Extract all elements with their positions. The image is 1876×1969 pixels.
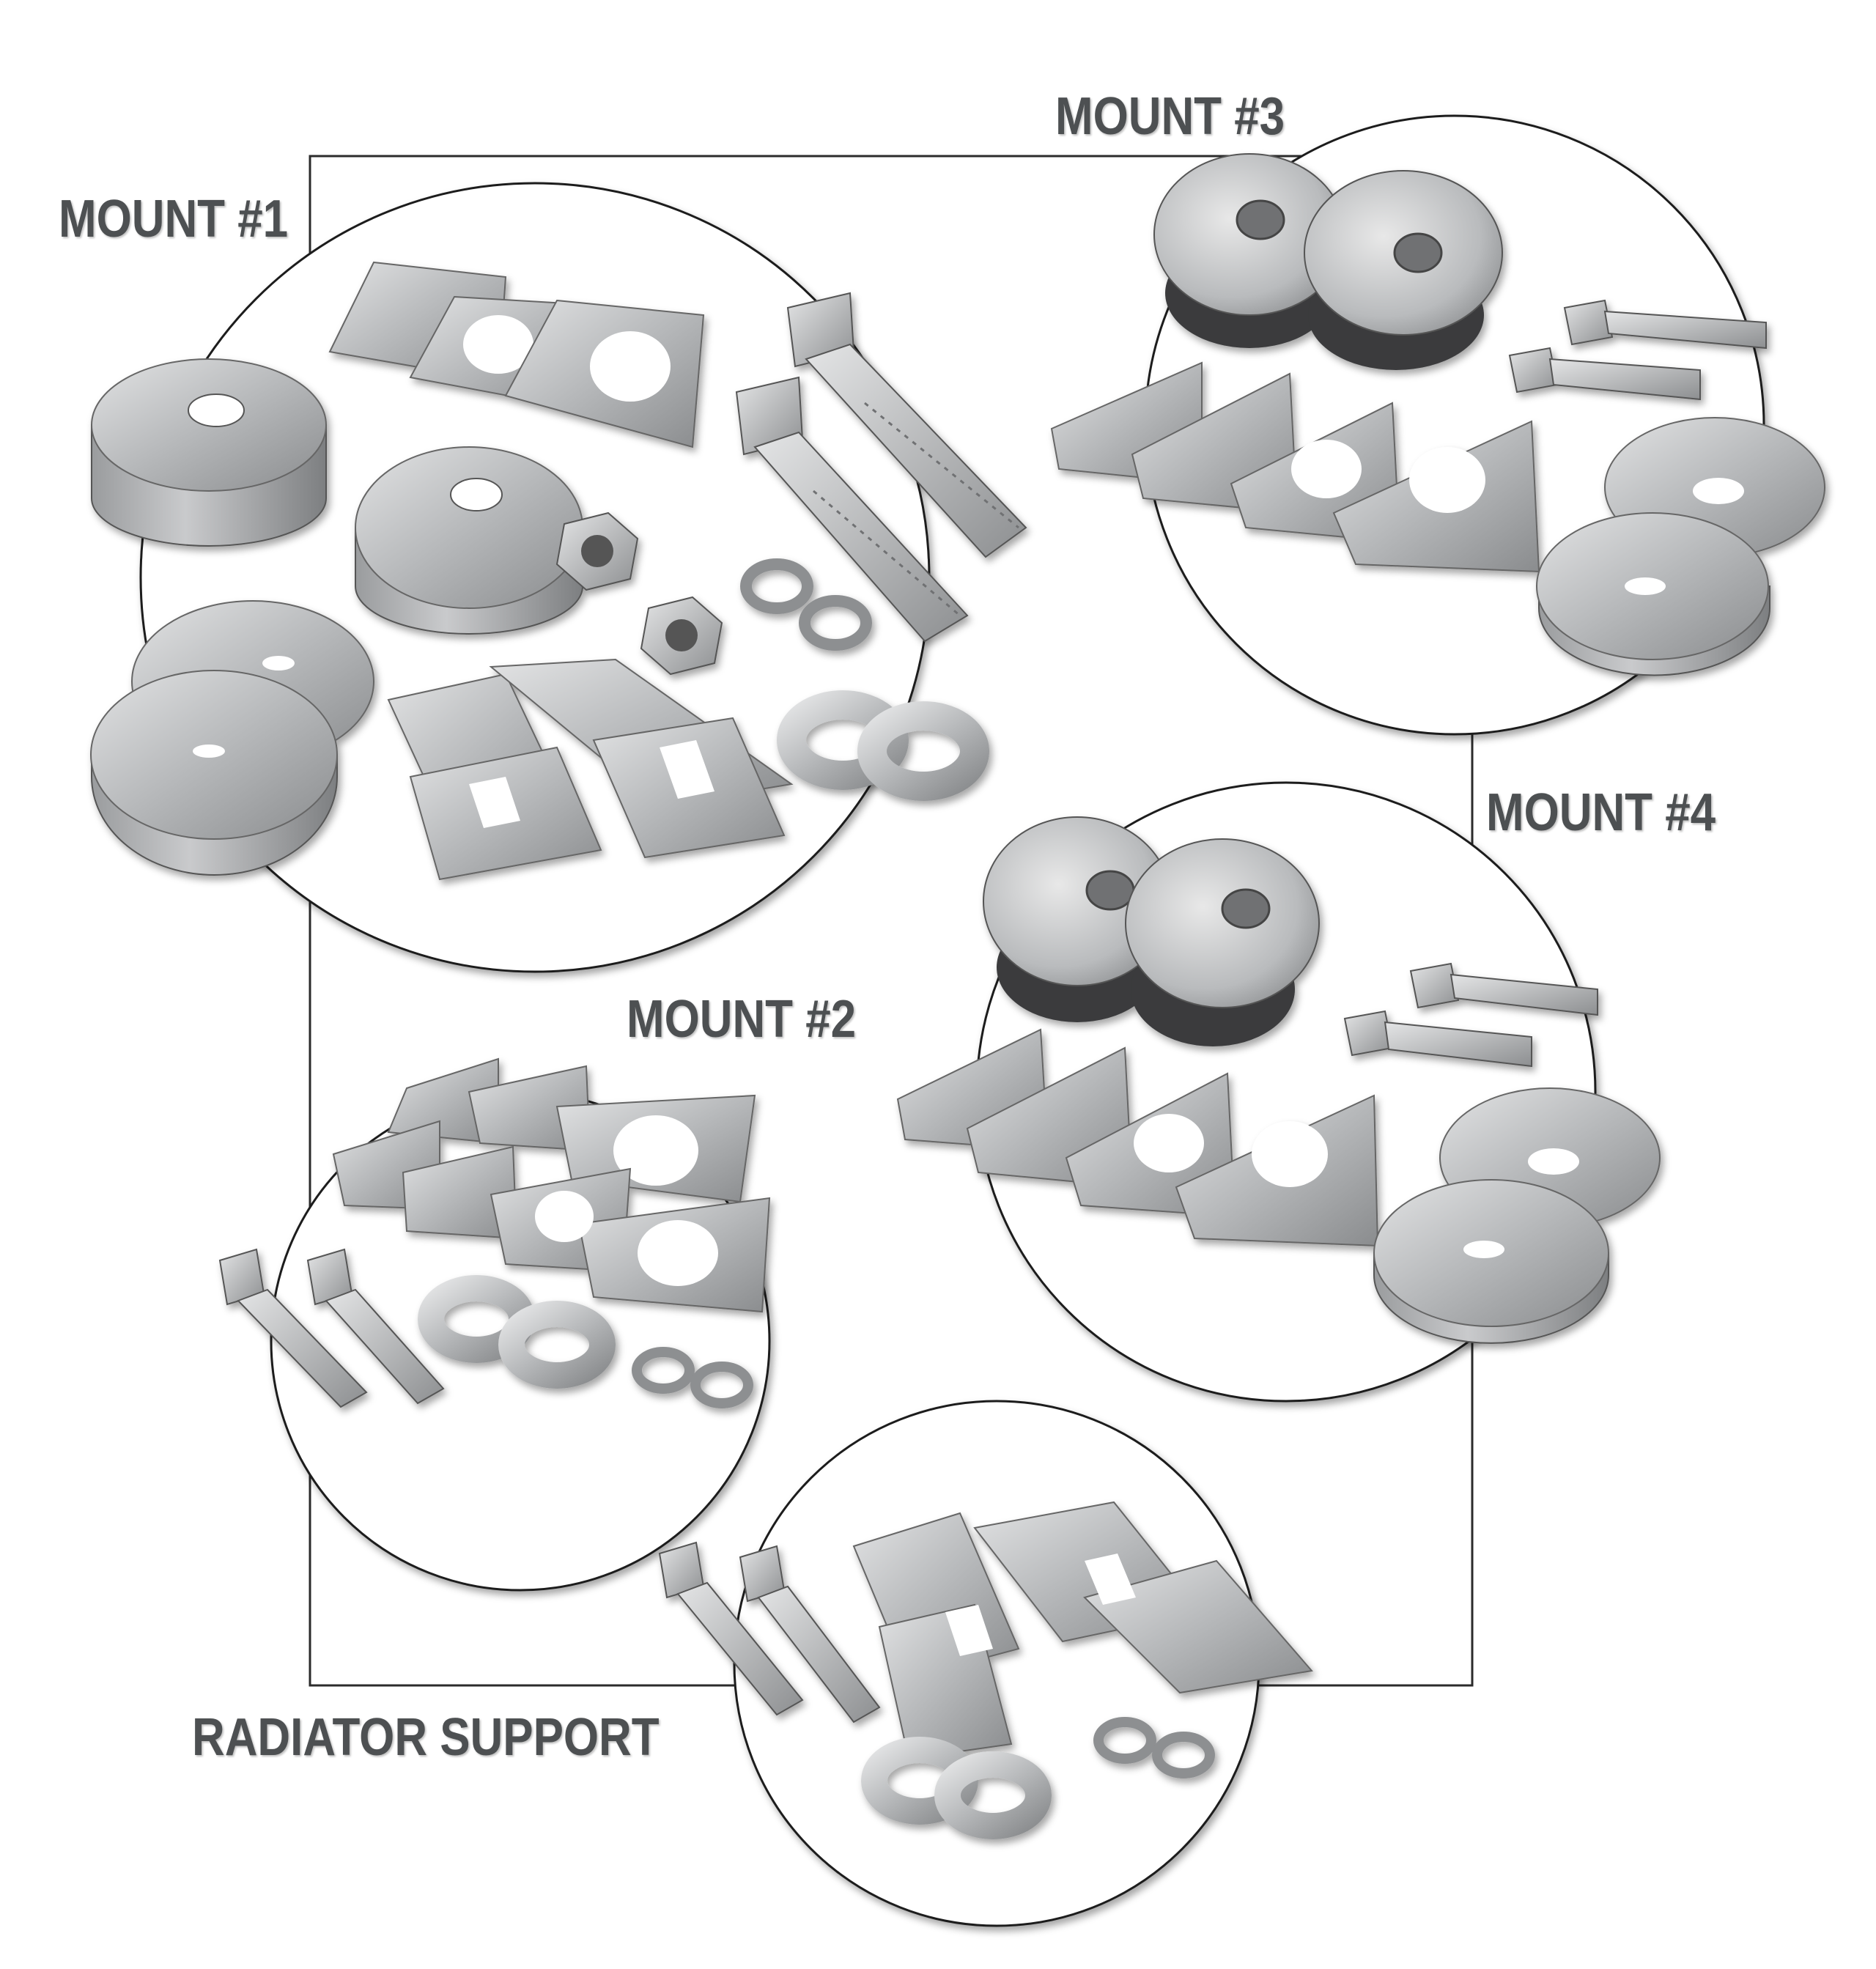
mount2-parts	[218, 1057, 771, 1408]
mount1-label: MOUNT #1	[59, 190, 289, 248]
lock-washer	[632, 1347, 695, 1394]
square-shim	[328, 261, 705, 448]
mount3-parts	[1050, 153, 1825, 676]
hex-bolt	[658, 1541, 804, 1716]
hex-bolt	[739, 1545, 881, 1724]
hex-bolt	[786, 292, 1027, 558]
hex-bolt	[218, 1248, 368, 1408]
mount2-label: MOUNT #2	[627, 990, 857, 1049]
flat-washer	[498, 1301, 616, 1389]
hex-bolt	[1508, 347, 1701, 401]
hex-nut	[555, 511, 639, 591]
hex-nut	[640, 596, 723, 676]
rubber-bushing	[1125, 838, 1320, 1046]
lock-washer	[1093, 1717, 1156, 1764]
mount3-label: MOUNT #3	[1055, 87, 1285, 146]
mount4-label: MOUNT #4	[1486, 783, 1716, 842]
lock-washer	[799, 595, 872, 651]
hex-bolt	[1563, 299, 1767, 350]
rubber-bushing	[1304, 170, 1503, 370]
lock-washer	[1152, 1732, 1215, 1778]
square-shim	[1050, 361, 1540, 573]
large-washer	[1536, 512, 1770, 676]
hex-bolt	[735, 376, 969, 643]
mount4-parts	[896, 816, 1661, 1344]
lock-washer	[740, 558, 813, 614]
large-washer	[1373, 1179, 1609, 1344]
slotted-shim	[852, 1501, 1313, 1760]
radiator-parts	[658, 1501, 1313, 1839]
slotted-shim	[387, 658, 794, 881]
mount1-parts	[90, 261, 1027, 881]
hex-bolt	[1409, 962, 1598, 1016]
rubber-bushing	[1153, 153, 1345, 348]
square-shim	[332, 1057, 771, 1313]
spacer-puck	[355, 446, 583, 635]
hex-bolt	[1343, 1010, 1532, 1068]
flat-washer	[934, 1751, 1052, 1839]
large-washer	[90, 670, 338, 876]
flat-washer	[857, 701, 989, 801]
spacer-puck	[91, 358, 327, 547]
lock-washer	[690, 1362, 753, 1408]
flat-washer	[777, 690, 909, 790]
radiator-support-label: RADIATOR SUPPORT	[192, 1708, 660, 1767]
hex-bolt	[306, 1248, 445, 1405]
